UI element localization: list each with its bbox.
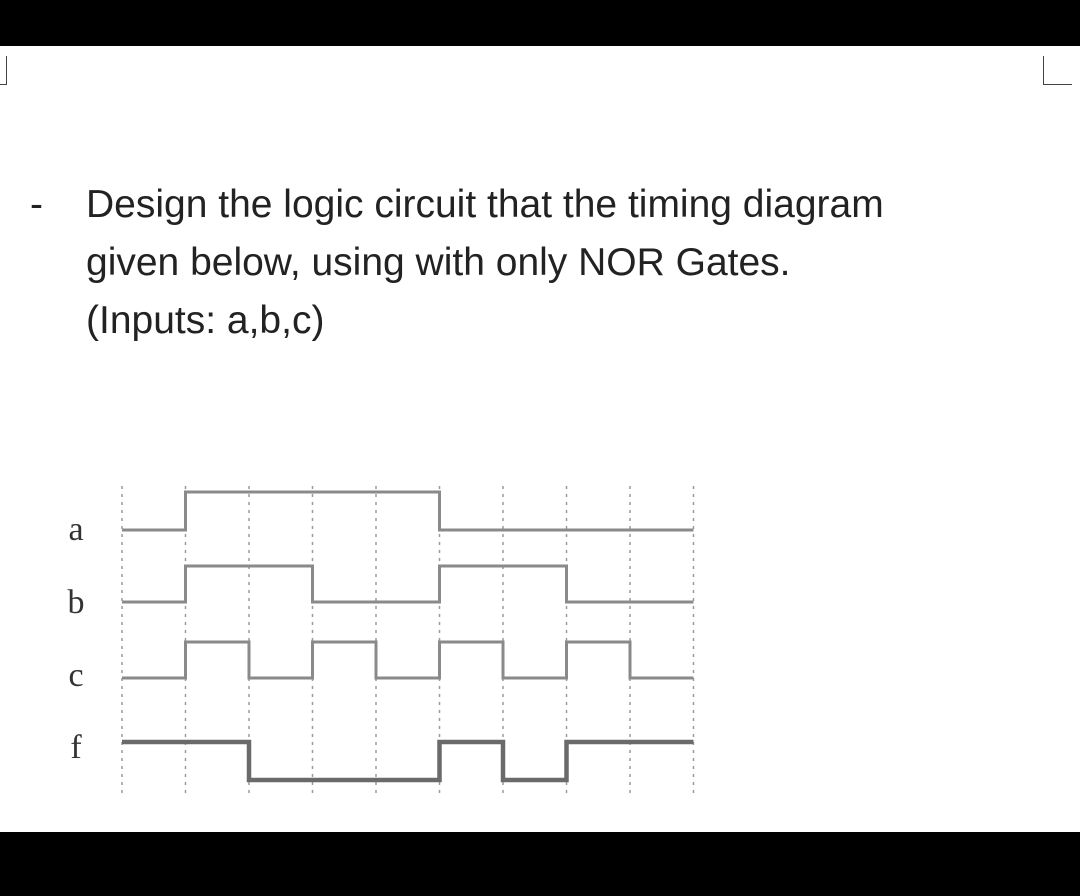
document-page: - Design the logic circuit that the timi… [0,46,1080,832]
signal-label-b: b [68,584,85,621]
signal-label-a: a [68,511,83,548]
waveform-c [122,640,694,680]
waveform-a [122,490,694,532]
question-line-1: Design the logic circuit that the timing… [86,183,884,226]
waveform-b [122,564,694,604]
question-line-3: (Inputs: a,b,c) [86,299,325,342]
waveform-f [122,739,694,783]
question-line-2: given below, using with only NOR Gates. [86,241,791,284]
signal-label-f: f [70,729,82,766]
crop-mark-left [0,56,7,85]
question-text: Design the logic circuit that the timing… [86,176,1066,350]
bullet-dash: - [30,183,43,226]
crop-mark-right [1043,56,1072,85]
signal-label-c: c [68,657,83,694]
